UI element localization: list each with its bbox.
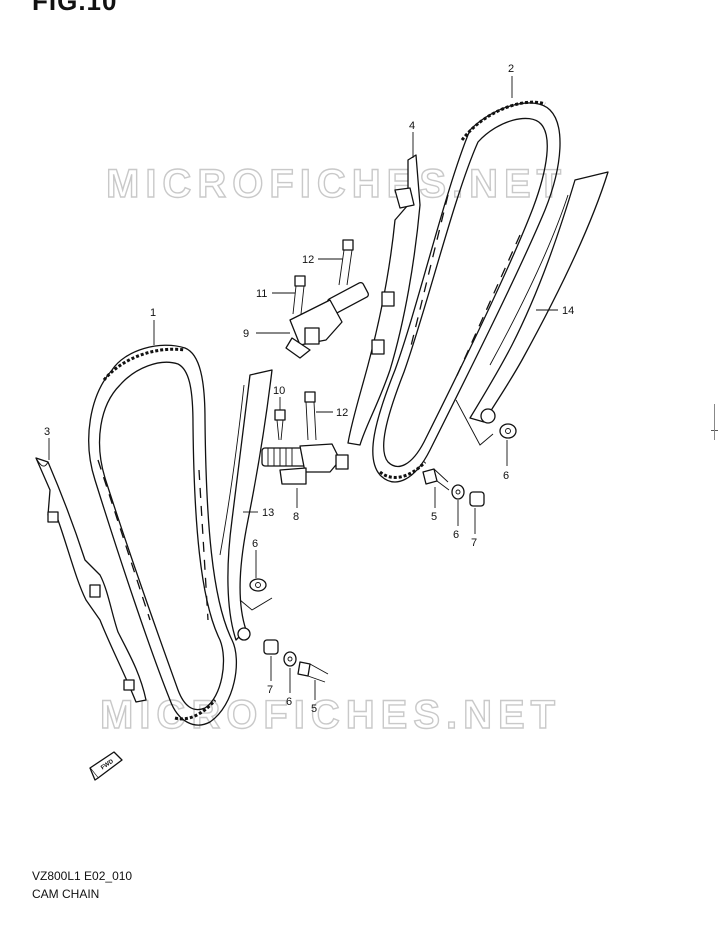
part-6-washer-front-upper — [499, 423, 517, 439]
part-5-bolt-rear — [297, 661, 329, 683]
callout-10: 10 — [273, 385, 285, 397]
callout-11: 11 — [256, 288, 267, 300]
page-edge-line — [714, 404, 715, 440]
callout-12-upper: 12 — [302, 254, 314, 266]
part-6-washer-front-lower — [451, 484, 465, 500]
callout-9: 9 — [243, 328, 249, 340]
callout-13: 13 — [262, 507, 274, 519]
callout-5-front: 5 — [431, 511, 437, 523]
callout-2: 2 — [508, 63, 514, 75]
callout-14: 14 — [562, 305, 574, 317]
diagram-name: CAM CHAIN — [32, 887, 100, 901]
callout-6-front-lower: 6 — [453, 529, 459, 541]
part-12-bolt-lower — [304, 391, 317, 441]
part-5-bolt-front — [422, 468, 450, 491]
callout-8: 8 — [293, 511, 299, 523]
watermark-bottom: MICROFICHES.NET — [100, 693, 561, 737]
callout-5-rear: 5 — [311, 703, 317, 715]
callout-7-front: 7 — [471, 537, 477, 549]
figure-title: FIG.10 — [32, 0, 118, 16]
watermark-top: MICROFICHES.NET — [106, 162, 567, 206]
callout-3: 3 — [44, 426, 50, 438]
callout-6-rear-lower: 6 — [286, 696, 292, 708]
part-3-chain-guide-rear — [35, 457, 147, 703]
fwd-arrow-icon: FWD — [89, 751, 123, 781]
callout-12-lower: 12 — [336, 407, 348, 419]
assembly-line-rear — [239, 597, 273, 611]
assembly-line-front — [455, 399, 494, 446]
callout-6-rear-upper: 6 — [252, 538, 258, 550]
part-8-cam-chain-tensioner-rear — [261, 443, 349, 485]
part-11-bolt — [292, 275, 306, 315]
part-2-cam-chain-front — [372, 100, 561, 483]
part-12-bolt-upper — [338, 239, 354, 286]
callout-7-rear: 7 — [267, 684, 273, 696]
part-7-spacer-rear — [263, 639, 279, 655]
part-13-tensioner-guide-rear — [219, 369, 273, 641]
part-6-washer-rear-lower — [283, 651, 297, 667]
part-1-cam-chain-rear — [88, 344, 238, 726]
callout-6-front-upper: 6 — [503, 470, 509, 482]
callout-1: 1 — [150, 307, 156, 319]
part-6-washer-rear-upper — [249, 578, 267, 592]
diagram-code: VZ800L1 E02_010 — [32, 869, 133, 883]
part-7-spacer-front — [469, 491, 485, 507]
part-14-tensioner-guide-front — [469, 171, 609, 424]
part-9-cam-chain-tensioner-front — [285, 281, 370, 359]
part-4-chain-guide-front — [347, 154, 421, 446]
callout-4: 4 — [409, 120, 415, 132]
leader-lines — [48, 76, 558, 700]
part-10-bolt — [274, 409, 286, 441]
